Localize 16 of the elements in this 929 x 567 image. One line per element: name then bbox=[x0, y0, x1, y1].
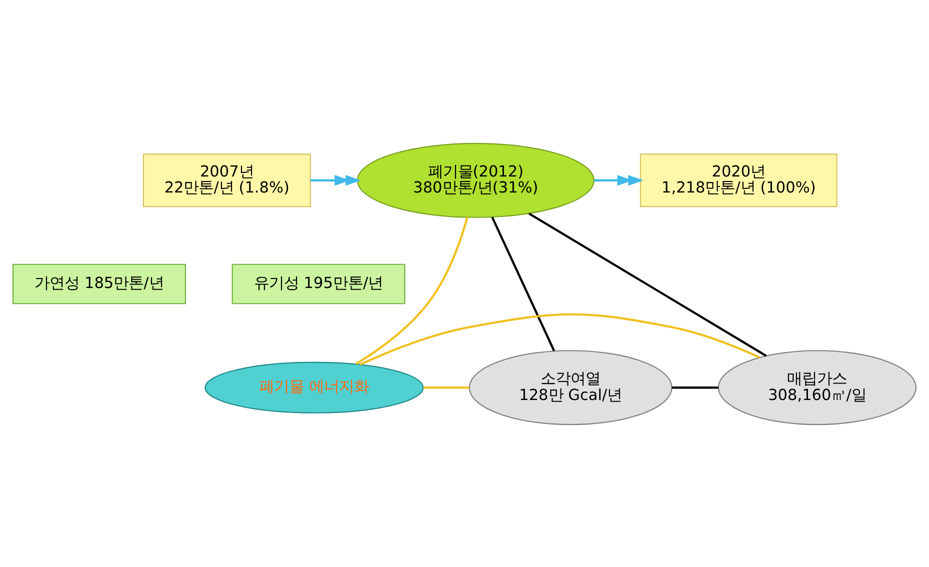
arrow bbox=[310, 174, 361, 186]
node-ellipse: 폐기물 에너지화 bbox=[204, 361, 424, 413]
node-ellipse: 폐기물(2012) 380만톤/년(31%) bbox=[356, 142, 594, 218]
connector bbox=[423, 386, 470, 388]
node-box: 유기성 195만톤/년 bbox=[232, 263, 406, 304]
connector bbox=[491, 216, 556, 351]
arrow bbox=[594, 174, 644, 186]
node-ellipse: 매립가스 308,160㎥/일 bbox=[718, 350, 917, 425]
node-box: 가연성 185만톤/년 bbox=[12, 263, 186, 304]
connector bbox=[672, 386, 718, 388]
node-box: 2020년 1,218만톤/년 (100%) bbox=[640, 153, 838, 207]
connector bbox=[360, 312, 760, 365]
node-box: 2007년 22만톤/년 (1.8%) bbox=[142, 153, 311, 207]
connector bbox=[355, 216, 468, 364]
node-ellipse: 소각여열 128만 Gcal/년 bbox=[468, 350, 672, 425]
connector bbox=[528, 212, 767, 356]
